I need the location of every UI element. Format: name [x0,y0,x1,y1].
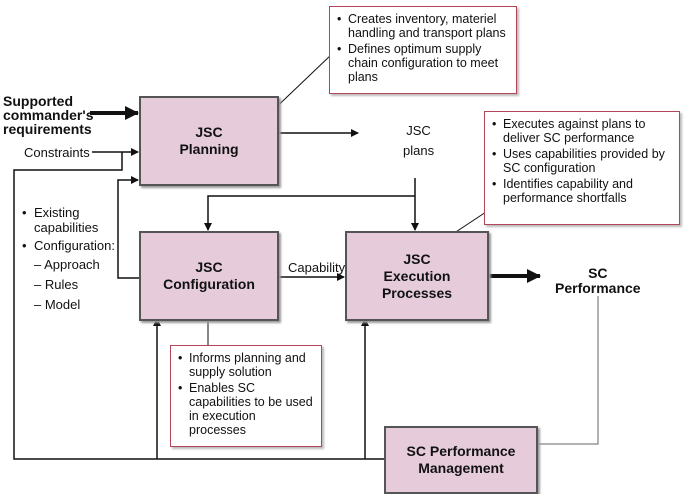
execution-callout: Executes against plans to deliver SC per… [484,111,680,225]
jsc-plans-label: JSC plans [403,123,435,158]
sc-performance-management-box[interactable]: SC Performance Management [384,426,538,494]
supported-requirements-label: Supported commander's requirements [3,93,94,137]
plans-to-configuration-arrow [204,195,415,231]
configuration-feedback-arrow [117,176,140,279]
sc-performance-label: SC Performance [555,265,641,296]
feedback-loop-line [13,152,384,460]
callout-bullet: Identifies capability and performance sh… [491,177,673,205]
callout-bullet: Enables SC capabilities to be used in ex… [177,381,315,437]
callout-bullet: Defines optimum supply chain configurati… [336,42,510,84]
left-capabilities-list: • Existing capabilities • Configuration:… [22,205,115,312]
planning-callout: Creates inventory, materiel handling and… [329,6,517,94]
configuration-callout: Informs planning and supply solution Ena… [170,345,322,447]
capability-label: Capability [288,260,346,275]
jsc-configuration-box[interactable]: JSC Configuration [139,231,279,321]
callout-bullet: Informs planning and supply solution [177,351,315,379]
performance-feedback-line [535,296,599,445]
jsc-execution-box[interactable]: JSC Execution Processes [345,231,489,321]
callout-bullet: Uses capabilities provided by SC configu… [491,147,673,175]
constraints-label: Constraints [24,145,90,160]
jsc-planning-box[interactable]: JSC Planning [139,96,279,186]
callout-bullet: Creates inventory, materiel handling and… [336,12,510,40]
callout-bullet: Executes against plans to deliver SC per… [491,117,673,145]
